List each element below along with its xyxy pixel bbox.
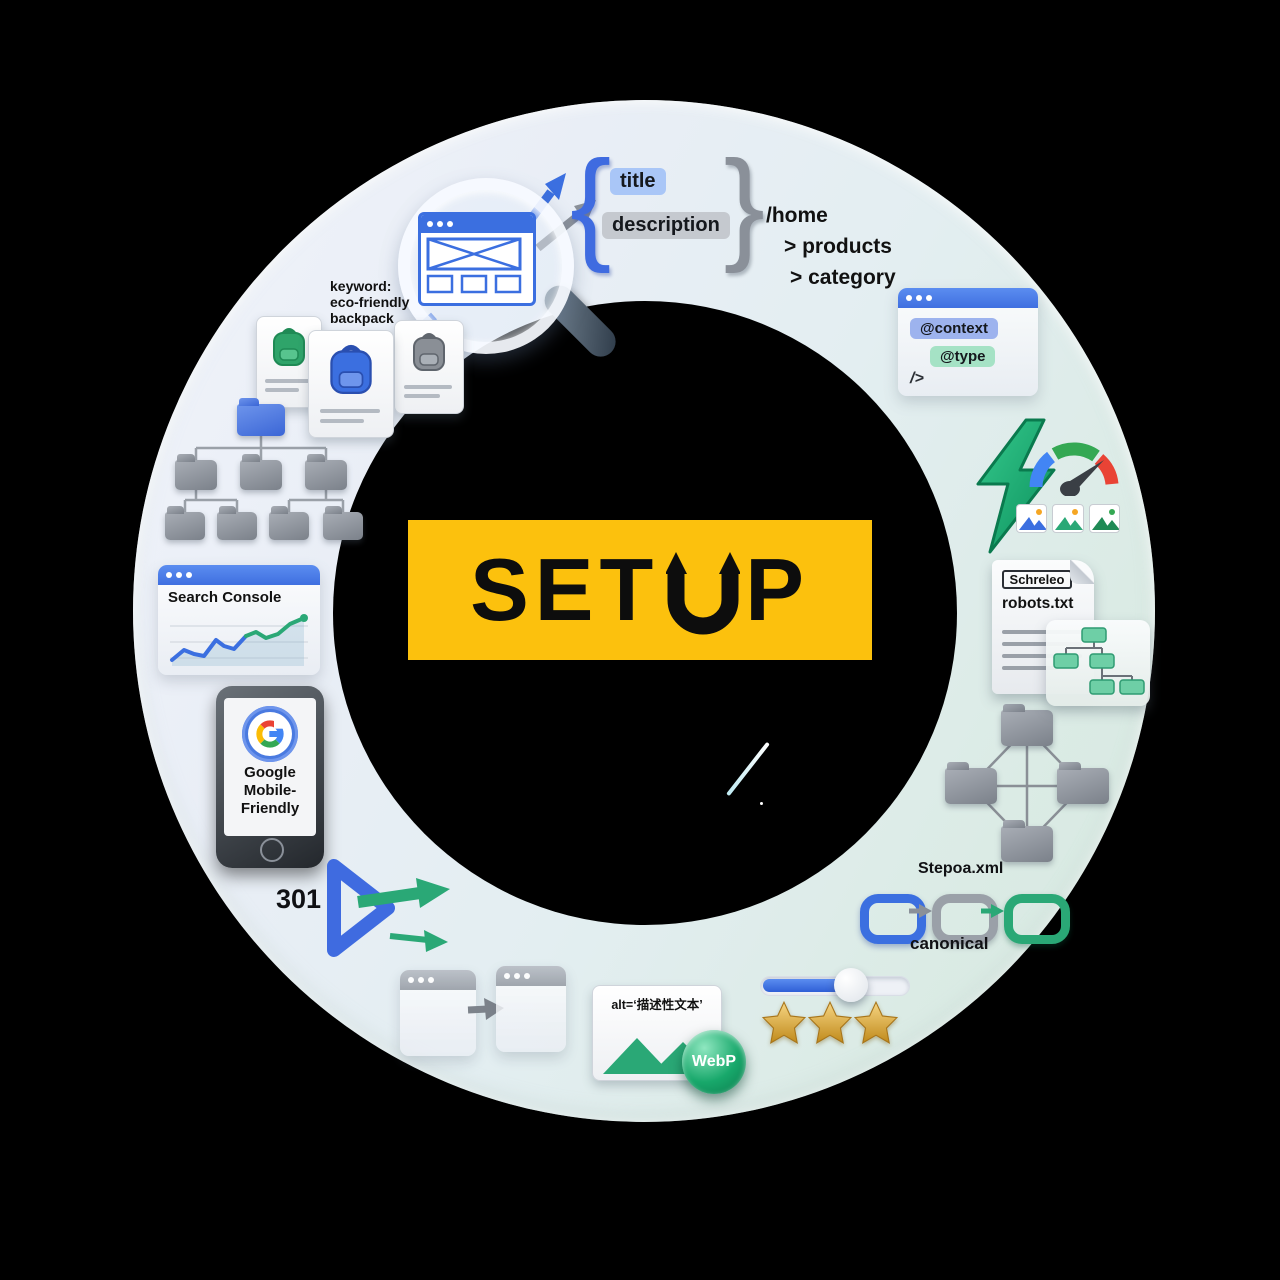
close-brace-glyph: } bbox=[723, 136, 765, 274]
canonical-label: canonical bbox=[910, 934, 989, 953]
folder-icon bbox=[945, 762, 997, 804]
meta-tags-group: { } title description bbox=[570, 136, 765, 280]
window-dots-icon bbox=[504, 973, 510, 979]
page-redirect-group bbox=[400, 962, 568, 1058]
setup-text-right: P bbox=[745, 540, 810, 639]
image-thumb-green2-icon bbox=[1088, 504, 1120, 533]
backpack-gray-icon bbox=[413, 333, 445, 371]
search-console-title: Search Console bbox=[168, 589, 282, 606]
folder-icon bbox=[1001, 704, 1053, 746]
chain-link-blue-icon bbox=[860, 894, 926, 944]
breadcrumb: /home > products > category bbox=[766, 200, 896, 293]
site-structure-tree bbox=[165, 398, 365, 548]
alt-text-label: alt=‘描述性文本’ bbox=[611, 998, 703, 1012]
window-dots-icon bbox=[427, 221, 433, 227]
open-brace-glyph: { bbox=[570, 136, 612, 274]
mobile-friendly-label: Google Mobile- Friendly bbox=[240, 764, 300, 817]
breadcrumb-home: /home bbox=[766, 204, 828, 227]
root-folder-icon bbox=[237, 398, 285, 436]
folder-icon bbox=[1057, 762, 1109, 804]
schema-header-label: Schreleo bbox=[1002, 570, 1072, 589]
slider-knob bbox=[834, 968, 868, 1002]
star-icon bbox=[808, 1000, 852, 1044]
target-window bbox=[496, 966, 566, 1052]
source-window bbox=[400, 970, 476, 1056]
chain-link-green-icon bbox=[1004, 894, 1070, 944]
star-icon bbox=[762, 1000, 806, 1044]
image-thumb-green-icon bbox=[1052, 504, 1084, 533]
breadcrumb-category: > category bbox=[790, 266, 896, 289]
window-dots-icon bbox=[408, 977, 414, 983]
wireframe-content-icon bbox=[426, 237, 522, 294]
light-speck bbox=[760, 802, 763, 805]
traffic-chart-icon bbox=[170, 614, 308, 666]
window-dots-icon bbox=[906, 295, 912, 301]
redirect-301-icon bbox=[327, 859, 450, 957]
keyword-cards-group bbox=[256, 300, 496, 438]
schema-org-chart-icon bbox=[1053, 627, 1145, 695]
keyword-line1: keyword: bbox=[330, 278, 392, 294]
folder-icon bbox=[323, 506, 363, 540]
performance-group bbox=[968, 418, 1123, 558]
phone-screen: Google Mobile- Friendly bbox=[224, 698, 316, 836]
home-button-icon bbox=[260, 838, 284, 862]
setup-banner: SET P bbox=[408, 520, 872, 660]
image-thumbs-row bbox=[1016, 504, 1120, 536]
canonical-group: Stepoa.xml canonical bbox=[860, 860, 1070, 960]
u-turn-arrow-glyph bbox=[666, 552, 741, 635]
star-icon bbox=[854, 1000, 898, 1044]
speed-gauge-icon bbox=[1029, 442, 1119, 496]
result-card bbox=[394, 320, 464, 414]
schema-chart-card bbox=[1046, 620, 1150, 706]
structured-data-window: @context @type /> bbox=[898, 288, 1038, 396]
tree-connectors bbox=[183, 436, 345, 512]
folder-icon bbox=[1001, 820, 1053, 862]
diamond-connectors bbox=[970, 727, 1084, 845]
keyword-line3: backpack bbox=[330, 310, 394, 326]
context-chip: @context bbox=[910, 318, 998, 339]
window-dots-icon bbox=[166, 572, 172, 578]
search-console-window: Search Console bbox=[158, 565, 320, 675]
backpack-green-icon bbox=[273, 328, 305, 366]
star-rating bbox=[762, 1000, 902, 1058]
chain-arrow-gray-icon bbox=[909, 904, 932, 918]
keyword-line2: eco-friendly bbox=[330, 294, 410, 310]
sitemap-xml-label: Stepoa.xml bbox=[918, 860, 1004, 877]
google-g-icon bbox=[256, 719, 285, 748]
folder-icon bbox=[175, 454, 217, 490]
code-glyph: /> bbox=[910, 370, 924, 387]
setup-text-left: SET bbox=[470, 540, 660, 639]
folder-icon bbox=[269, 506, 309, 540]
chain-arrow-green-icon bbox=[981, 904, 1004, 918]
internal-links-diamond bbox=[945, 702, 1110, 870]
backpack-blue-icon bbox=[330, 344, 372, 395]
keyword-label: keyword: eco-friendly backpack bbox=[330, 278, 409, 326]
smartphone-icon: Google Mobile- Friendly bbox=[216, 686, 324, 868]
redirect-code-label: 301 bbox=[276, 884, 322, 914]
breadcrumb-products: > products bbox=[784, 235, 892, 258]
image-thumb-blue-icon bbox=[1016, 504, 1048, 533]
robots-filename-label: robots.txt bbox=[1002, 595, 1074, 612]
robots-schema-group: Schreleo robots.txt bbox=[992, 560, 1150, 706]
folder-icon bbox=[240, 454, 282, 490]
title-tag-chip: title bbox=[610, 168, 666, 195]
description-tag-chip: description bbox=[602, 212, 730, 239]
type-chip: @type bbox=[930, 346, 996, 367]
page-fold-icon bbox=[1070, 560, 1094, 584]
folder-icon bbox=[165, 506, 205, 540]
slider-fill bbox=[763, 979, 852, 992]
webpage-wireframe-icon bbox=[418, 212, 536, 306]
webp-badge: WebP bbox=[682, 1030, 746, 1094]
progress-slider bbox=[760, 968, 910, 1002]
result-card-front bbox=[308, 330, 394, 438]
webp-label: WebP bbox=[691, 1053, 737, 1070]
google-badge-icon bbox=[242, 706, 298, 762]
redirect-arrow-icon bbox=[467, 998, 504, 1020]
chain-link-gray-icon bbox=[932, 894, 998, 944]
folder-icon bbox=[217, 506, 257, 540]
folder-icon bbox=[305, 454, 347, 490]
